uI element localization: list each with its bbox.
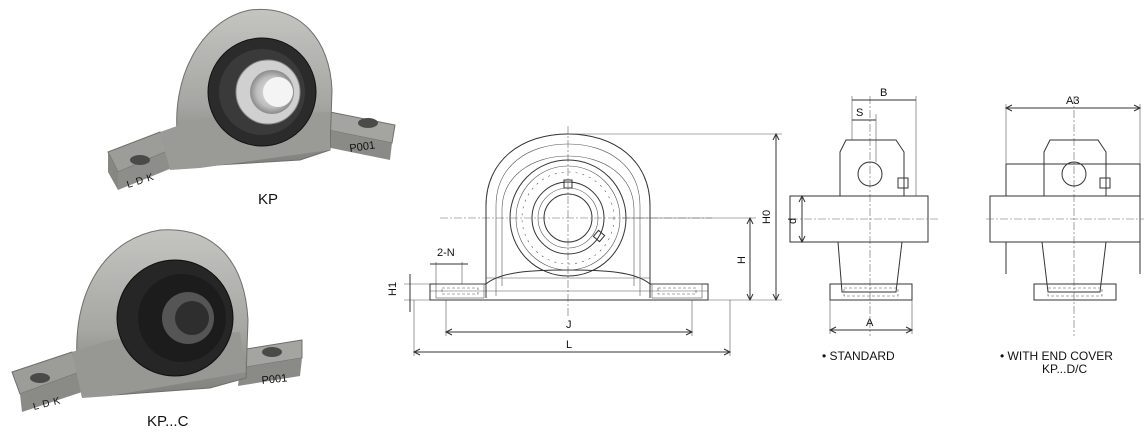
dim-j: J: [566, 319, 572, 331]
kp-label: KP: [258, 191, 278, 208]
photo-kpc-block: P001 LDK: [11, 229, 303, 413]
dim-a: A: [866, 317, 874, 329]
front-view-drawing: [404, 126, 782, 356]
dim-2n: 2-N: [437, 247, 455, 259]
cast-mark-kpc: P001: [261, 372, 288, 387]
cover-view-drawing: [986, 96, 1144, 336]
caption-cover-line2: KP...D/C: [1042, 362, 1087, 376]
dim-h: H: [736, 256, 748, 264]
dim-b: B: [880, 87, 887, 99]
caption-standard: • STANDARD: [822, 349, 895, 363]
dim-s: S: [856, 107, 863, 119]
cast-mark-kp: P001: [349, 140, 376, 155]
dim-l: L: [566, 339, 572, 351]
photo-kp-block: P001 LDK: [107, 8, 396, 191]
dim-h0: H0: [761, 210, 773, 224]
dim-a3: A3: [1066, 95, 1079, 107]
caption-cover-line1: • WITH END COVER: [1000, 349, 1113, 363]
dim-h1: H1: [387, 282, 399, 296]
standard-view-drawing: [789, 96, 940, 336]
kpc-label: KP...C: [147, 413, 189, 430]
dim-d: d: [787, 218, 799, 224]
